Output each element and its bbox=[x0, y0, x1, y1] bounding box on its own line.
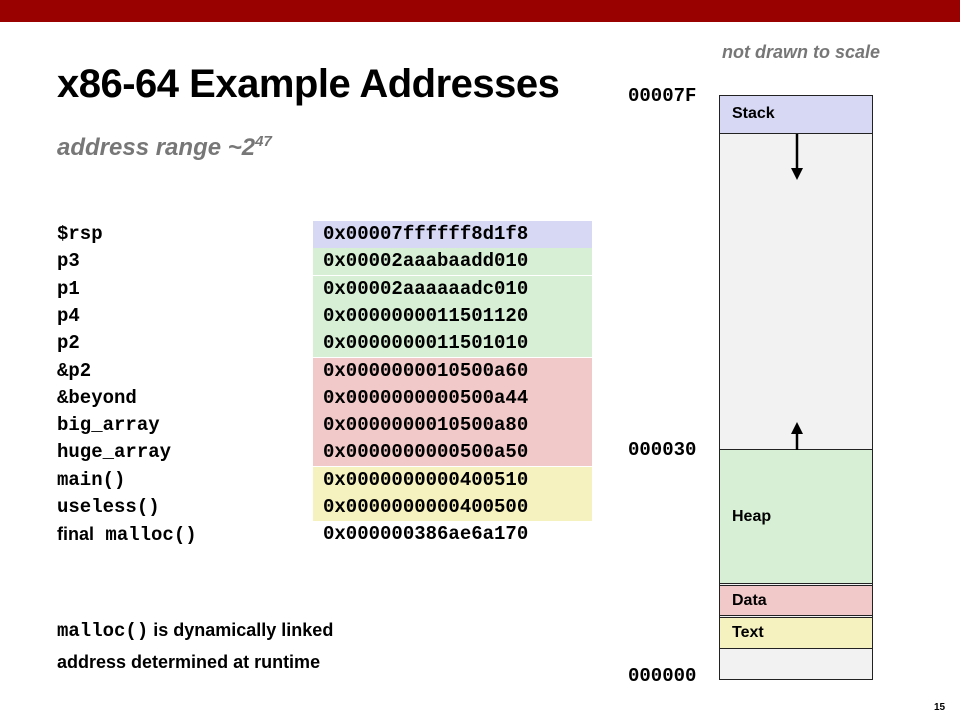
address-value: 0x0000000011501010 bbox=[313, 330, 592, 357]
stack-label: Stack bbox=[732, 105, 775, 122]
slide-subtitle: address range ~247 bbox=[57, 134, 272, 162]
heap-label: Heap bbox=[732, 508, 772, 525]
data-label: Data bbox=[732, 592, 767, 609]
variable-name: &beyond bbox=[57, 385, 137, 412]
variable-name-prefix: final bbox=[57, 524, 95, 544]
page-number: 15 bbox=[934, 702, 946, 713]
address-row: p3 0x00002aaabaadd010 bbox=[0, 248, 960, 275]
variable-name-text: &p2 bbox=[57, 360, 92, 382]
memory-bottom-address: 000000 bbox=[628, 665, 697, 687]
address-value: 0x00007ffffff8d1f8 bbox=[313, 221, 592, 248]
address-value: 0x0000000000400510 bbox=[313, 467, 592, 494]
variable-name: main() bbox=[57, 467, 125, 494]
address-row: &beyond 0x0000000000500a44 bbox=[0, 385, 960, 412]
variable-name-text: $rsp bbox=[57, 223, 103, 245]
variable-name: p4 bbox=[57, 303, 80, 330]
address-row: useless() 0x0000000000400500 bbox=[0, 494, 960, 521]
footnote-line-1-text: is dynamically linked bbox=[153, 620, 334, 640]
address-value: 0x000000386ae6a170 bbox=[323, 523, 529, 545]
variable-name-text: huge_array bbox=[57, 441, 172, 463]
heap-segment: Heap bbox=[719, 449, 873, 584]
memory-mid-address: 000030 bbox=[628, 439, 697, 461]
address-value: 0x0000000010500a60 bbox=[313, 358, 592, 385]
address-row: $rsp 0x00007ffffff8d1f8 bbox=[0, 221, 960, 248]
variable-name: &p2 bbox=[57, 358, 91, 385]
scale-note: not drawn to scale bbox=[722, 42, 881, 62]
variable-name: p1 bbox=[57, 276, 80, 303]
variable-name-text: malloc() bbox=[105, 524, 197, 546]
variable-name: $rsp bbox=[57, 221, 103, 248]
text-label: Text bbox=[732, 624, 764, 641]
stack-segment: Stack bbox=[719, 95, 873, 134]
address-row: main() 0x0000000000400510 bbox=[0, 467, 960, 494]
variable-name: final malloc() bbox=[57, 521, 197, 548]
address-value: 0x0000000000500a50 bbox=[313, 439, 592, 466]
address-row: huge_array 0x0000000000500a50 bbox=[0, 439, 960, 466]
address-value: 0x00002aaabaadd010 bbox=[313, 248, 592, 275]
address-value: 0x00002aaaaaadc010 bbox=[313, 276, 592, 303]
variable-name: p2 bbox=[57, 330, 80, 357]
data-segment: Data bbox=[719, 585, 873, 616]
heap-growth-arrow-icon bbox=[791, 422, 803, 450]
variable-name: p3 bbox=[57, 248, 80, 275]
variable-name-text: &beyond bbox=[57, 387, 137, 409]
footnote-code: malloc() bbox=[57, 620, 149, 642]
address-value: 0x0000000011501120 bbox=[313, 303, 592, 330]
slide-title: x86-64 Example Addresses bbox=[57, 62, 560, 106]
variable-name-text: p1 bbox=[57, 278, 80, 300]
address-value: 0x0000000010500a80 bbox=[313, 412, 592, 439]
footnote-line-2: address determined at runtime bbox=[57, 652, 321, 672]
footnote-line-1: malloc() is dynamically linked bbox=[57, 620, 333, 642]
subtitle-exponent: 47 bbox=[255, 133, 272, 150]
variable-name-text: p3 bbox=[57, 250, 80, 272]
address-row: p2 0x0000000011501010 bbox=[0, 330, 960, 357]
address-value: 0x0000000000500a44 bbox=[313, 385, 592, 412]
variable-name-text: useless() bbox=[57, 496, 160, 518]
variable-name: useless() bbox=[57, 494, 160, 521]
variable-name-text: p2 bbox=[57, 332, 80, 354]
variable-name-text: main() bbox=[57, 469, 126, 491]
variable-name-text: p4 bbox=[57, 305, 80, 327]
address-row: p4 0x0000000011501120 bbox=[0, 303, 960, 330]
address-row: final malloc() 0x000000386ae6a170 bbox=[0, 521, 960, 548]
address-row: &p2 0x0000000010500a60 bbox=[0, 358, 960, 385]
variable-name-text: big_array bbox=[57, 414, 160, 436]
address-value: 0x0000000000400500 bbox=[313, 494, 592, 521]
header-bar bbox=[0, 0, 960, 22]
variable-name: huge_array bbox=[57, 439, 171, 466]
address-row: big_array 0x0000000010500a80 bbox=[0, 412, 960, 439]
subtitle-text: address range ~2 bbox=[57, 134, 256, 161]
memory-top-address: 00007F bbox=[628, 85, 697, 107]
variable-name: big_array bbox=[57, 412, 160, 439]
stack-growth-arrow-icon bbox=[791, 134, 803, 180]
address-row: p1 0x00002aaaaaadc010 bbox=[0, 276, 960, 303]
text-segment: Text bbox=[719, 617, 873, 649]
